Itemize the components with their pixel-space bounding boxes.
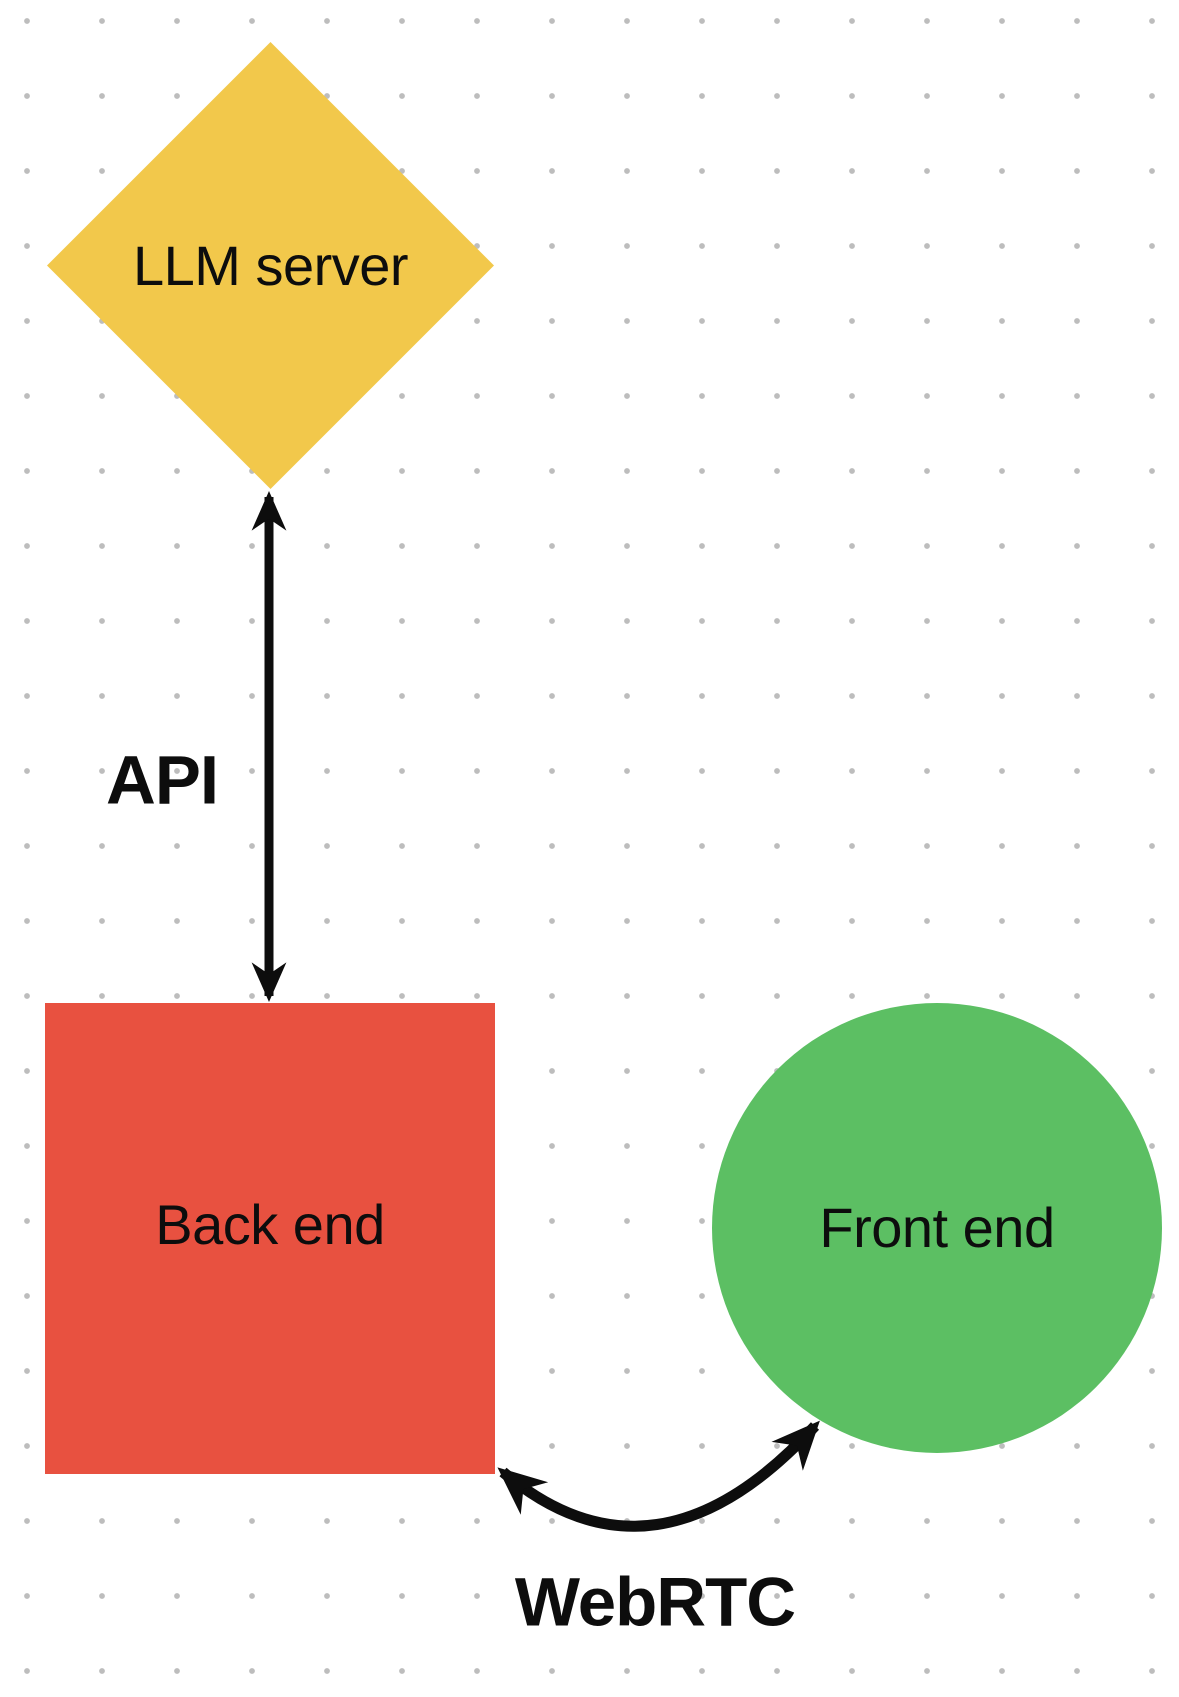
edge-label-api[interactable]: API: [105, 741, 219, 819]
node-llm-server-diamond[interactable]: LLM server: [47, 42, 494, 489]
node-front-end-label: Front end: [819, 1196, 1055, 1260]
node-front-end-circle[interactable]: Front end: [712, 1003, 1162, 1453]
edge-label-webrtc[interactable]: WebRTC: [514, 1563, 796, 1641]
edge-webrtc-double-arrow[interactable]: [497, 1420, 820, 1532]
node-llm-server-label: LLM server: [132, 233, 409, 297]
node-back-end-square[interactable]: Back end: [45, 1003, 495, 1474]
node-back-end-label: Back end: [155, 1193, 385, 1257]
